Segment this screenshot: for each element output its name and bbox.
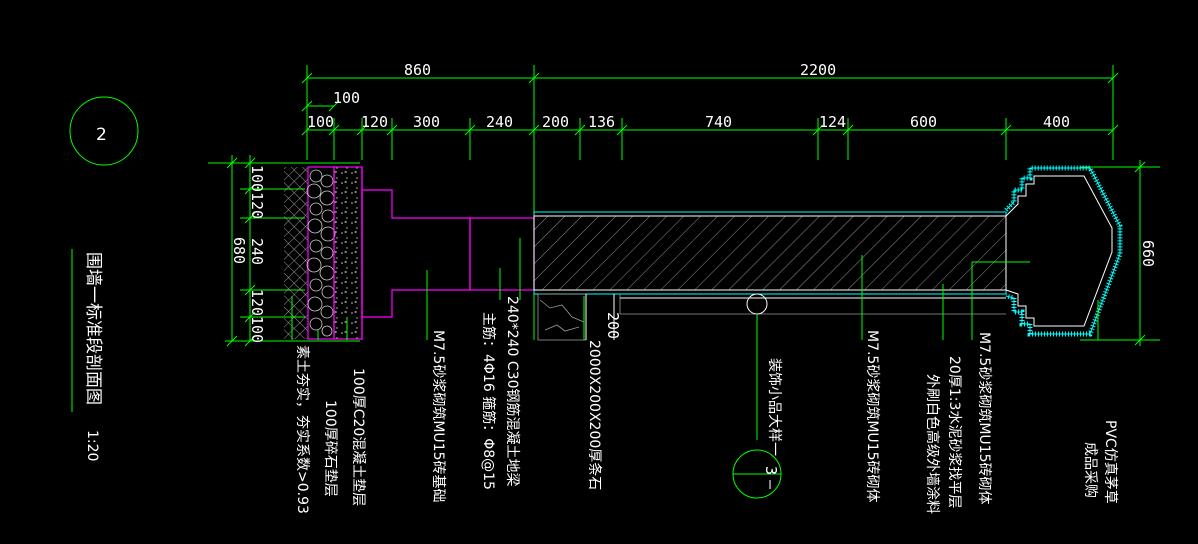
label-pvc-line1: PVC仿真茅草 [1102,420,1118,504]
dim-right-total: 660 [1139,240,1157,267]
stone-slab: 200 [537,293,1006,341]
label-concrete: 100厚C20混凝土垫层 [350,368,366,506]
dim-seg-3: 300 [413,113,440,131]
label-ornament: 装饰小品大样一 [766,358,782,456]
dim-seg-8: 124 [819,113,846,131]
dim-seg-7: 740 [705,113,732,131]
label-gravel: 100厚碎石垫层 [322,400,338,497]
dim-left-3: 240 [248,238,266,265]
dim-small-200: 200 [604,312,622,339]
leader-lines [291,238,1099,440]
label-stone: 2000X200X200厚条石 [586,340,603,490]
ref-bubble-top: 3 [762,466,780,475]
label-beam-line1: 240*240 C30钢筋混凝土地梁 [504,296,521,486]
label-beam-line2: 主筋：4Φ16 箍筋：Φ8@15 [480,312,497,490]
label-cap-body: M7.5砂浆砌筑MU15砖砌体 [976,332,992,504]
dim-overall-2200: 2200 [800,61,836,79]
wall-cap [1004,165,1123,337]
dim-seg-4: 240 [486,113,513,131]
dim-seg-1: 100 [307,113,334,131]
dim-left-total: 680 [230,237,248,264]
dim-seg-9: 600 [910,113,937,131]
ref-bubble-bottom: — [762,480,780,490]
label-pvc-line2: 成品采购 [1082,442,1098,498]
detail-mark-number: 2 [96,125,107,145]
dim-overall-860: 860 [404,61,431,79]
dim-seg-10: 400 [1043,113,1070,131]
dim-left-1: 100 [248,165,266,192]
wall-body [533,211,1007,295]
dim-left-4: 120 [248,289,266,316]
dim-left-2: 120 [248,192,266,219]
right-dimensions: 660 [1080,160,1160,346]
label-plaster-line1: 20厚1:3水泥砂浆找平层 [946,356,962,508]
title-text: 围墙一标准段剖面图 [83,252,103,405]
dim-sub-100: 100 [333,89,360,107]
dim-left-5: 100 [248,316,266,343]
label-soil: 素土夯实，夯实系数>0.93 [294,345,310,514]
dim-seg-2: 120 [361,113,388,131]
label-foundation: M7.5砂浆砌筑MU15砖基础 [430,330,447,502]
label-plaster-line2: 外刷白色高级外墙涂料 [924,374,941,514]
detail-mark-circle [69,96,139,166]
label-wall-body: M7.5砂浆砌筑MU15砖砌体 [864,330,880,502]
dim-seg-5: 200 [542,113,569,131]
dim-seg-6: 136 [588,113,615,131]
title-scale: 1:20 [84,430,100,461]
left-dimensions: 100 120 240 120 100 680 [208,155,360,347]
foundation [284,166,535,340]
